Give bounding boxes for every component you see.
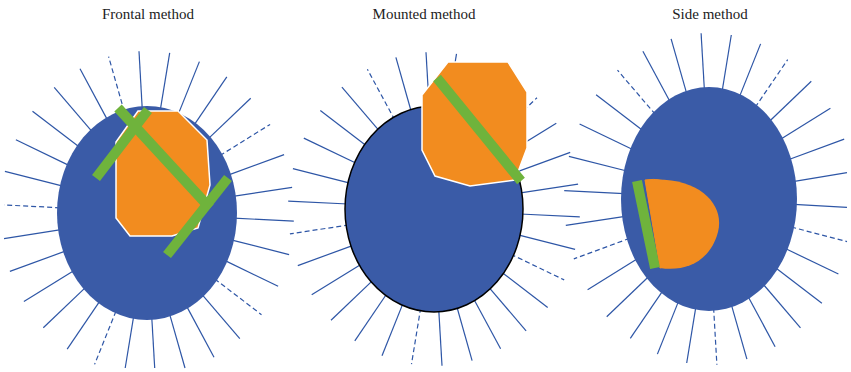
radial-line xyxy=(312,264,362,295)
radial-line xyxy=(382,302,403,355)
radial-line xyxy=(5,171,63,186)
radial-line xyxy=(367,69,394,120)
panel-title: Side method xyxy=(672,6,747,23)
radial-line xyxy=(233,187,292,196)
radial-line xyxy=(511,254,565,280)
radial-line xyxy=(657,301,678,354)
radial-line xyxy=(473,298,500,349)
radial-line xyxy=(24,270,74,301)
radial-line xyxy=(208,98,250,138)
radial-line xyxy=(763,284,801,328)
radial-line xyxy=(320,111,367,147)
radial-line xyxy=(769,81,811,121)
green-bar xyxy=(118,108,210,208)
radial-line xyxy=(794,204,847,207)
radial-line xyxy=(215,279,262,315)
radial-line xyxy=(588,259,638,290)
radial-line xyxy=(160,53,169,109)
radial-line xyxy=(234,218,294,221)
green-bar xyxy=(637,181,655,268)
radial-line xyxy=(412,308,421,364)
panel-title: Mounted method xyxy=(373,6,476,23)
radial-line xyxy=(439,309,442,366)
radial-line xyxy=(607,276,649,316)
green-bar xyxy=(96,110,148,178)
radial-line xyxy=(775,267,822,303)
radial-line xyxy=(596,95,643,131)
radial-line xyxy=(501,272,548,308)
radial-line xyxy=(220,124,270,155)
radial-line xyxy=(331,280,373,320)
green-bar xyxy=(167,178,228,255)
radial-line xyxy=(566,216,625,225)
radial-line xyxy=(785,248,839,274)
radial-line xyxy=(722,35,731,91)
green-bar xyxy=(437,78,521,181)
radial-line xyxy=(228,155,284,176)
radial-line xyxy=(618,70,656,114)
radial-line xyxy=(4,205,60,208)
body-ellipse xyxy=(621,87,797,311)
radial-line xyxy=(731,304,747,359)
radial-line xyxy=(170,314,185,368)
radial-line xyxy=(225,260,279,286)
radial-line xyxy=(293,169,351,184)
radial-line xyxy=(574,238,630,259)
radial-line xyxy=(714,308,717,365)
radial-line xyxy=(304,138,358,164)
radial-line xyxy=(519,184,578,193)
radial-line xyxy=(739,44,760,97)
radial-line xyxy=(687,307,696,363)
radial-line xyxy=(109,57,125,112)
radial-line xyxy=(80,69,107,120)
radial-line xyxy=(457,306,473,361)
radial-line xyxy=(194,77,227,125)
radial-line xyxy=(178,62,199,115)
radial-line xyxy=(355,293,388,341)
tumor-shape xyxy=(422,62,527,186)
radial-line xyxy=(520,214,580,217)
panel-title: Frontal method xyxy=(102,6,194,23)
radial-line xyxy=(95,311,116,364)
radial-line xyxy=(202,294,240,338)
radial-line xyxy=(488,287,526,331)
radial-line xyxy=(43,287,85,327)
radial-line xyxy=(152,318,155,368)
radial-line xyxy=(564,191,624,194)
radial-line xyxy=(54,87,92,131)
radial-line xyxy=(342,87,380,131)
radial-line xyxy=(788,139,844,160)
radial-line xyxy=(780,108,830,139)
radial-line xyxy=(396,57,412,112)
radial-line xyxy=(4,230,61,239)
radial-line xyxy=(671,39,687,94)
radial-line xyxy=(517,235,575,250)
radial-line xyxy=(748,296,775,347)
radial-line xyxy=(290,225,349,234)
radial-line xyxy=(125,317,133,368)
radial-line xyxy=(67,301,100,349)
radial-line xyxy=(791,227,847,242)
radial-line xyxy=(139,51,142,108)
radial-line xyxy=(298,245,354,266)
radial-line xyxy=(643,51,670,102)
radial-lines xyxy=(4,33,847,368)
radial-line xyxy=(16,140,70,166)
radial-line xyxy=(701,33,704,90)
radial-line xyxy=(187,306,214,357)
radial-line xyxy=(569,156,627,171)
radial-line xyxy=(755,60,788,108)
body-ellipse xyxy=(57,106,237,320)
radial-line xyxy=(793,173,847,182)
radial-line xyxy=(630,291,663,339)
radial-line xyxy=(580,124,634,150)
radial-line xyxy=(288,201,348,204)
radial-line xyxy=(10,251,66,272)
radial-line xyxy=(33,111,80,147)
radial-line xyxy=(231,240,289,255)
